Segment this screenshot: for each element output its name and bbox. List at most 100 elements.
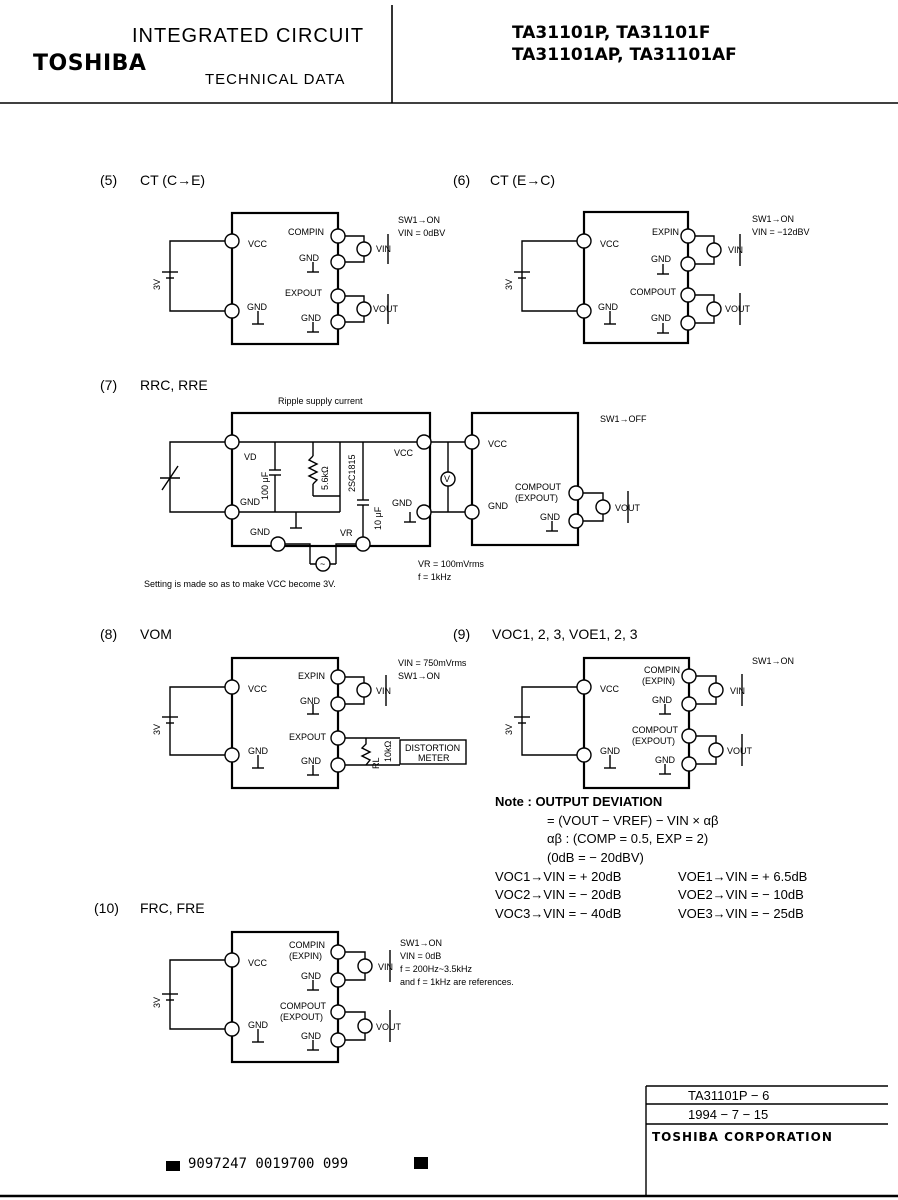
sec7-title: RRC, RRE <box>140 377 208 393</box>
c9-gnd-a: GND <box>652 695 673 705</box>
barcode-text: 9097247 0019700 099 <box>188 1156 349 1172</box>
c5-comp-in: COMPIN <box>288 227 324 237</box>
c8-rl-val: 10kΩ <box>383 740 393 762</box>
c8-meter1: DISTORTION <box>405 743 460 753</box>
c10-exp-out: (EXPOUT) <box>280 1012 323 1022</box>
c6-exp-in: EXPIN <box>652 227 679 237</box>
c6-gnd: GND <box>598 302 619 312</box>
part-numbers-line1: TA31101P, TA31101F <box>512 23 711 43</box>
c6-comp-out: COMPOUT <box>630 287 677 297</box>
c5-vcc: VCC <box>248 239 268 249</box>
c10-gnd-b: GND <box>301 1031 322 1041</box>
c8-gnd-a: GND <box>300 696 321 706</box>
c7-vout: VOUT <box>615 503 641 513</box>
c6-gnd-a: GND <box>651 254 672 264</box>
c8-vin: VIN <box>376 686 391 696</box>
c5-gnd-b: GND <box>301 313 322 323</box>
c6-gnd-b: GND <box>651 313 672 323</box>
c7-exp-out: (EXPOUT) <box>515 493 558 503</box>
c7-gnd-d: GND <box>488 501 509 511</box>
c10-gnd: GND <box>248 1020 269 1030</box>
c5-3v: 3V <box>152 279 162 290</box>
c8-rl: RL <box>371 757 381 769</box>
c9-gnd: GND <box>600 746 621 756</box>
circuit-7 <box>160 411 629 572</box>
c8-vin-cond: VIN = 750mVrms <box>398 658 467 668</box>
c10-sw: SW1→ON <box>400 938 442 948</box>
c7-source: ~ <box>320 559 325 569</box>
note-voc2: VOC2→VIN = − 20dB <box>495 887 622 902</box>
c7-comp-out: COMPOUT <box>515 482 562 492</box>
c7-vr: VR <box>340 528 353 538</box>
sec7-num: (7) <box>100 377 118 393</box>
c6-sw: SW1→ON <box>752 214 794 224</box>
c7-caption: Ripple supply current <box>278 396 363 406</box>
c9-vin: VIN <box>730 686 745 696</box>
c7-gnd-a: GND <box>240 497 261 507</box>
sec6-title: CT (E→C) <box>490 172 556 188</box>
doc-title: INTEGRATED CIRCUIT <box>132 25 365 47</box>
brand-logo: TOSHIBA <box>33 51 147 76</box>
note-voc3: VOC3→VIN = − 40dB <box>495 906 622 921</box>
doc-subtitle: TECHNICAL DATA <box>205 71 346 88</box>
sec6-num: (6) <box>453 172 471 188</box>
c5-vout: VOUT <box>373 304 399 314</box>
c7-setting: Setting is made so as to make VCC become… <box>144 579 336 589</box>
doc-date: 1994 − 7 − 15 <box>688 1107 769 1122</box>
part-numbers-line2: TA31101AP, TA31101AF <box>512 45 737 65</box>
circuit-5 <box>162 211 389 346</box>
c9-sw: SW1→ON <box>752 656 794 666</box>
sec8-title: VOM <box>140 626 172 642</box>
sec10-title: FRC, FRE <box>140 900 205 916</box>
note-voc1: VOC1→VIN = + 20dB <box>495 869 622 884</box>
c10-3v: 3V <box>152 997 162 1008</box>
sec5-num: (5) <box>100 172 118 188</box>
c8-sw: SW1→ON <box>398 671 440 681</box>
sec8-num: (8) <box>100 626 118 642</box>
c7-cap100: 100 μF <box>260 471 270 500</box>
c9-gnd-b: GND <box>655 755 676 765</box>
c8-exp-out: EXPOUT <box>289 732 327 742</box>
circuit-6 <box>514 210 741 345</box>
c10-vout: VOUT <box>376 1022 402 1032</box>
note-title: Note : OUTPUT DEVIATION <box>495 794 663 809</box>
c5-sw: SW1→ON <box>398 215 440 225</box>
c9-3v: 3V <box>504 724 514 735</box>
c6-vin-cond: VIN = −12dBV <box>752 227 810 237</box>
circuit-9 <box>514 656 743 790</box>
sec9-num: (9) <box>453 626 471 642</box>
c7-vd: VD <box>244 452 257 462</box>
c7-cap10: 10 μF <box>373 506 383 530</box>
sec5-title: CT (C→E) <box>140 172 206 188</box>
c10-vcc: VCC <box>248 958 268 968</box>
c7-res56: 5.6kΩ <box>320 466 330 490</box>
c7-transistor: 2SC1815 <box>347 454 357 492</box>
c9-comp-in: COMPIN <box>644 665 680 675</box>
circuit-8 <box>162 656 467 790</box>
sec9-title: VOC1, 2, 3, VOE1, 2, 3 <box>492 626 638 642</box>
c10-comp-in: COMPIN <box>289 940 325 950</box>
c8-gnd: GND <box>248 746 269 756</box>
note-ref: (0dB = − 20dBV) <box>547 850 644 865</box>
c6-vout: VOUT <box>725 304 751 314</box>
circuit-10 <box>162 930 391 1064</box>
note-voe2: VOE2→VIN = − 10dB <box>678 887 804 902</box>
company-name: TOSHIBA CORPORATION <box>652 1130 833 1144</box>
c9-vout: VOUT <box>727 746 753 756</box>
c5-gnd: GND <box>247 302 268 312</box>
c9-exp-in: (EXPIN) <box>642 676 675 686</box>
c7-vcc-b: VCC <box>488 439 508 449</box>
c5-gnd-a: GND <box>299 253 320 263</box>
c8-meter2: METER <box>418 753 450 763</box>
note-voe3: VOE3→VIN = − 25dB <box>678 906 804 921</box>
c5-exp-out: EXPOUT <box>285 288 323 298</box>
c8-3v: 3V <box>152 724 162 735</box>
c8-vcc: VCC <box>248 684 268 694</box>
c10-vin-cond: VIN = 0dB <box>400 951 441 961</box>
c5-vin: VIN <box>376 244 391 254</box>
c10-exp-in: (EXPIN) <box>289 951 322 961</box>
note-alphabeta: αβ : (COMP = 0.5, EXP = 2) <box>547 831 709 846</box>
c8-exp-in: EXPIN <box>298 671 325 681</box>
c10-comp-out: COMPOUT <box>280 1001 327 1011</box>
